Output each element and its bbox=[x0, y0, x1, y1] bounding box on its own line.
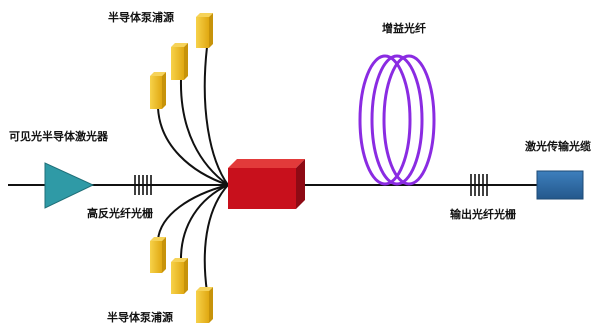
delivery-cable-label: 激光传输光缆 bbox=[525, 140, 591, 153]
output-grating-icon bbox=[470, 174, 488, 196]
pump-diode-icon bbox=[150, 237, 166, 273]
gain-fiber-label: 增益光纤 bbox=[382, 22, 426, 35]
pump-diode-icon bbox=[150, 72, 166, 109]
output-grating-label: 输出光纤光栅 bbox=[450, 208, 516, 221]
seed-laser-icon bbox=[44, 162, 95, 209]
gain-fiber-coil-icon bbox=[358, 54, 436, 186]
hr-grating-icon bbox=[134, 175, 152, 195]
pump-diode-icon bbox=[171, 258, 188, 294]
pump-diode-icon bbox=[196, 13, 213, 48]
pump-diode-icon bbox=[196, 287, 213, 323]
pump-diode-icon bbox=[171, 43, 188, 80]
hr-grating-label: 高反光纤光栅 bbox=[87, 207, 153, 220]
delivery-head-icon bbox=[536, 170, 584, 200]
pump-top-label: 半导体泵浦源 bbox=[108, 11, 174, 24]
pump-fibers bbox=[157, 46, 229, 293]
pump-combiner-icon bbox=[228, 159, 305, 209]
pump-bottom-label: 半导体泵浦源 bbox=[107, 311, 173, 324]
seed-laser-label: 可见光半导体激光器 bbox=[9, 130, 108, 143]
